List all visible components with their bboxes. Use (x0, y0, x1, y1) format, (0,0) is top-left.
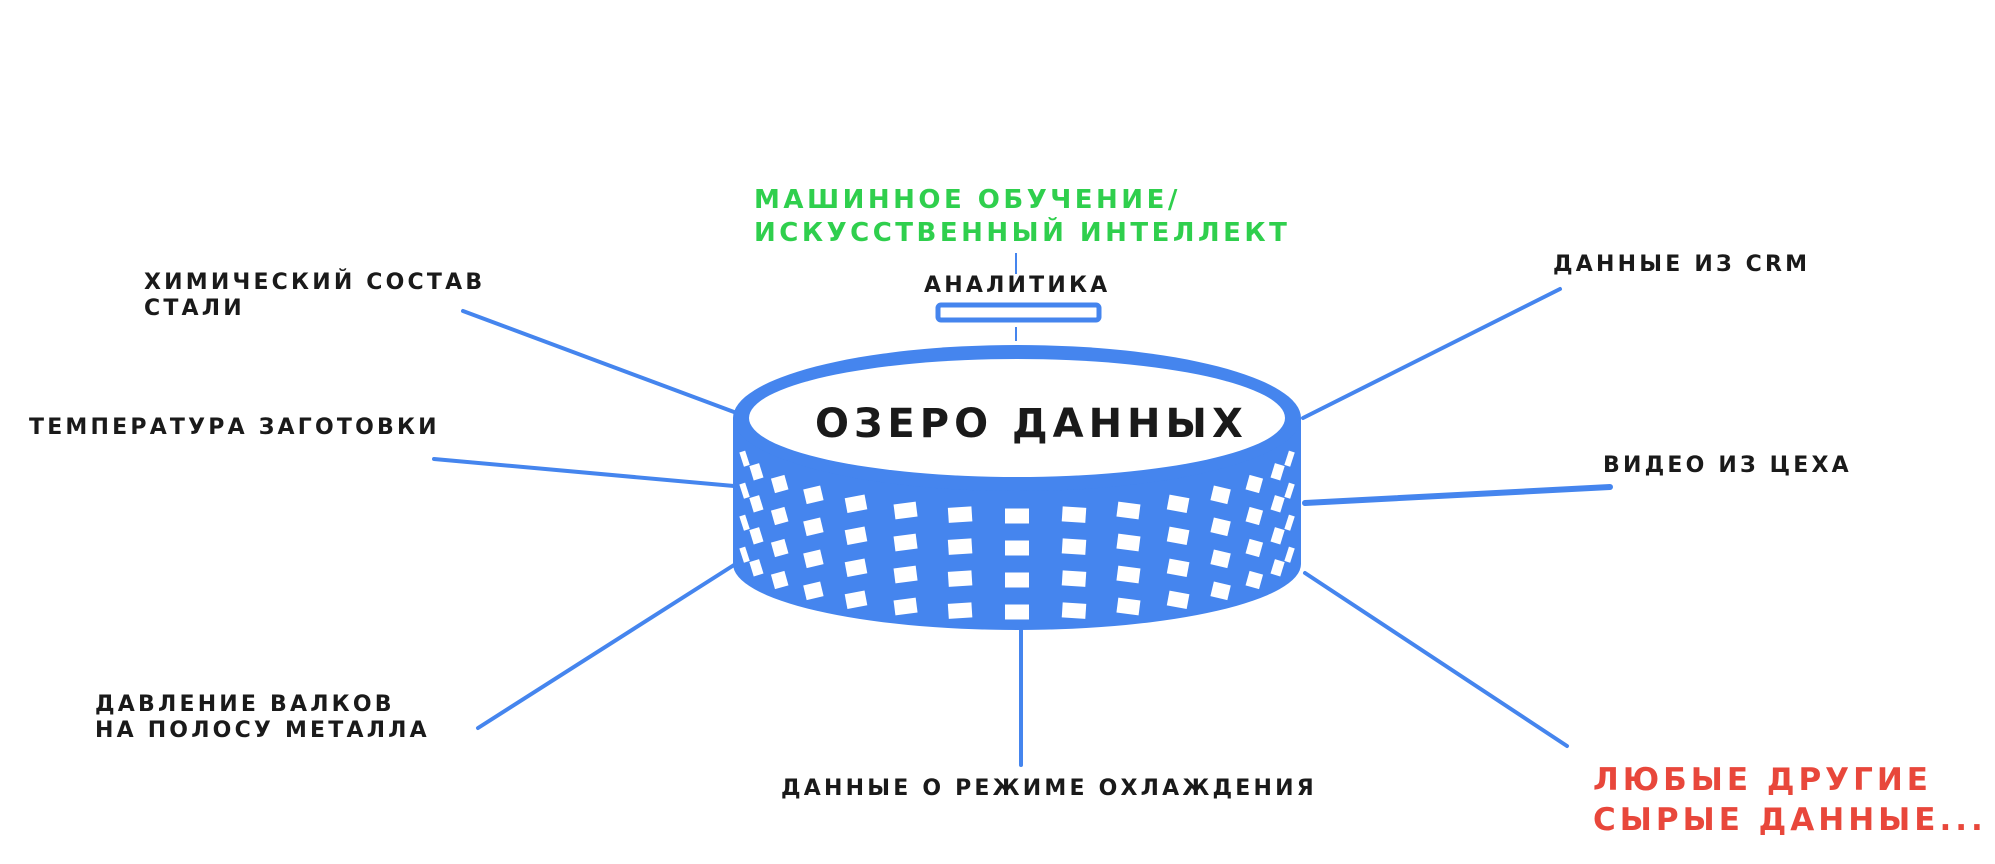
cylinder-window (947, 506, 973, 523)
cylinder-window (844, 558, 868, 578)
cooling-mode-label: ДАННЫЕ О РЕЖИМЕ ОХЛАЖДЕНИЯ (781, 776, 1317, 801)
cylinder-window (893, 565, 918, 584)
cylinder-window (1210, 517, 1231, 537)
cylinder-window (1270, 463, 1285, 481)
cylinder-window (1116, 597, 1141, 616)
connector-video (1302, 484, 1613, 506)
cylinder-window (947, 570, 973, 587)
cylinder-window (803, 517, 824, 537)
ml-ai-line-1: МАШИННОЕ ОБУЧЕНИЕ/ (754, 185, 1181, 215)
cylinder-windows (739, 450, 1295, 620)
cylinder-window (739, 546, 750, 563)
crm-data-label: ДАННЫЕ ИЗ CRM (1553, 252, 1811, 277)
pressure-line-1: ДАВЛЕНИЕ ВАЛКОВ (95, 692, 395, 717)
cylinder-window (1245, 570, 1264, 590)
cylinder-window (1284, 514, 1295, 531)
other-line-1: ЛЮБЫЕ ДРУГИЕ (1593, 762, 1932, 798)
chemical-line-2: СТАЛИ (144, 296, 245, 322)
cylinder-window (1116, 533, 1141, 552)
cylinder-window (1005, 604, 1029, 620)
cylinder-window (803, 549, 824, 569)
cylinder-window (1166, 590, 1190, 610)
cylinder-window (1245, 474, 1264, 494)
chemical-line-1: ХИМИЧЕСКИЙ СОСТАВ (144, 270, 486, 295)
cylinder-window (739, 450, 750, 467)
cylinder-window (803, 581, 824, 601)
pressure-line-2: НА ПОЛОСУ МЕТАЛЛА (95, 718, 430, 744)
data-lake-cylinder (733, 345, 1301, 630)
cylinder-window (1270, 527, 1285, 545)
cylinder-window (1005, 540, 1029, 556)
cylinder-window (1061, 506, 1087, 523)
cylinder-window (1210, 485, 1231, 505)
cylinder-window (1245, 506, 1264, 526)
cylinder-window (1166, 494, 1190, 514)
cylinder-window (770, 538, 789, 558)
analytics-label: АНАЛИТИКА (924, 273, 1111, 298)
cylinder-window (844, 590, 868, 610)
cylinder-window (893, 501, 918, 520)
connector-pressure (476, 563, 736, 730)
other-line-2: СЫРЫЕ ДАННЫЕ... (1593, 802, 1987, 839)
cylinder-top-face (749, 359, 1285, 477)
cylinder-window (749, 463, 764, 481)
cylinder-window (803, 485, 824, 505)
cylinder-window (1005, 508, 1029, 524)
other-raw-data-label: ЛЮБЫЕ ДРУГИЕ СЫРЫЕ ДАННЫЕ... (1593, 760, 1987, 841)
billet-temperature-label: ТЕМПЕРАТУРА ЗАГОТОВКИ (29, 415, 440, 440)
cylinder-window (844, 526, 868, 546)
connector-temperature (432, 457, 736, 488)
cylinder-window (770, 506, 789, 526)
cylinder-window (1116, 501, 1141, 520)
cylinder-window (893, 533, 918, 552)
cylinder-window (1270, 495, 1285, 513)
analytics-bar (935, 302, 1102, 323)
cylinder-window (1270, 559, 1285, 577)
cylinder-window (739, 514, 750, 531)
cylinder-window (1245, 538, 1264, 558)
data-lake-title: ОЗЕРО ДАННЫХ (815, 401, 1248, 447)
cylinder-window (844, 494, 868, 514)
workshop-video-label: ВИДЕО ИЗ ЦЕХА (1603, 453, 1852, 478)
cylinder-window (1005, 572, 1029, 588)
cylinder-window (893, 597, 918, 616)
cylinder-window (1166, 558, 1190, 578)
cylinder-window (770, 570, 789, 590)
cylinder-window (1284, 450, 1295, 467)
cylinder-window (749, 559, 764, 577)
connector-other (1303, 571, 1569, 748)
cylinder-window (749, 527, 764, 545)
connector-crm (1301, 287, 1562, 420)
cylinder-window (1061, 538, 1087, 555)
chemical-composition-label: ХИМИЧЕСКИЙ СОСТАВ СТАЛИ (144, 270, 485, 323)
cylinder-window (947, 602, 973, 619)
cylinder-window (1210, 549, 1231, 569)
cylinder-window (749, 495, 764, 513)
cylinder-window (770, 474, 789, 494)
connector-chemical (461, 309, 736, 414)
cylinder-window (739, 482, 750, 499)
ml-ai-line-2: ИСКУССТВЕННЫЙ ИНТЕЛЛЕКТ (754, 217, 1291, 248)
cylinder-window (1116, 565, 1141, 584)
cylinder-window (1061, 602, 1087, 619)
cylinder-window (1284, 546, 1295, 563)
cylinder-window (1284, 482, 1295, 499)
cylinder-window (1210, 581, 1231, 601)
cylinder-window (947, 538, 973, 555)
cylinder-window (1166, 526, 1190, 546)
ml-ai-label: МАШИННОЕ ОБУЧЕНИЕ/ ИСКУССТВЕННЫЙ ИНТЕЛЛЕ… (754, 184, 1290, 249)
cylinder-window (1061, 570, 1087, 587)
roll-pressure-label: ДАВЛЕНИЕ ВАЛКОВ НА ПОЛОСУ МЕТАЛЛА (95, 692, 430, 745)
